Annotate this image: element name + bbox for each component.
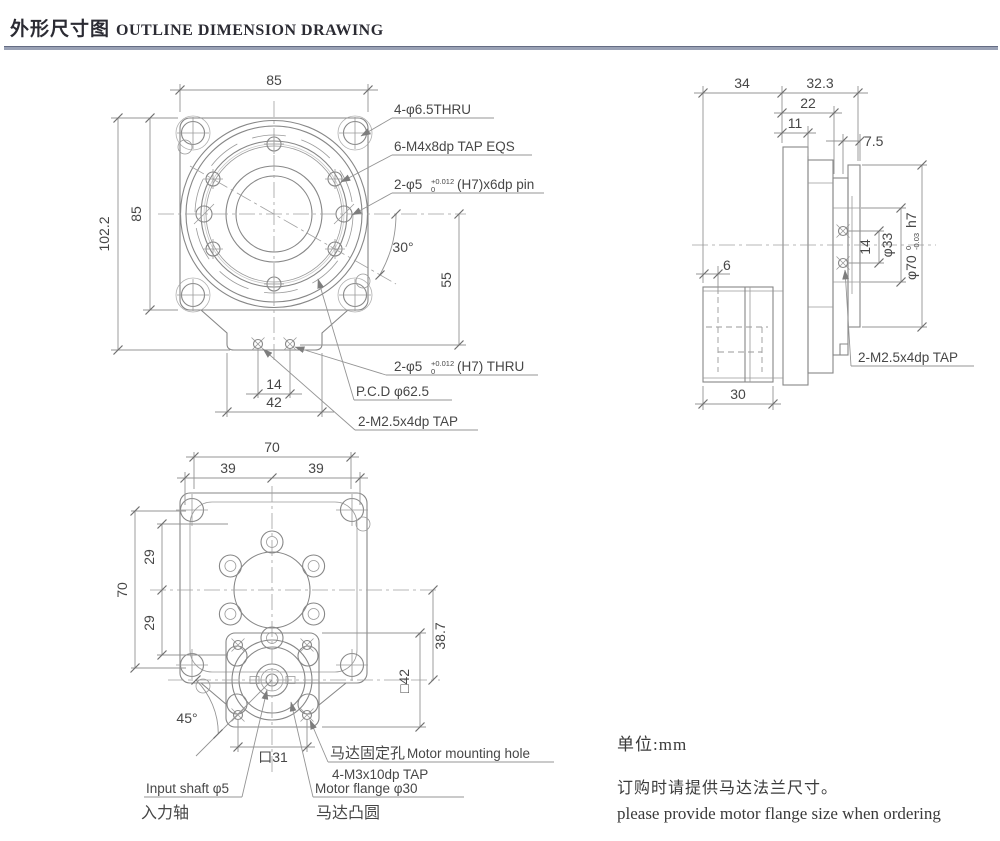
side-tap-hole bbox=[835, 255, 851, 271]
bottom-labels: Input shaft φ5 入力轴 马达固定孔 Motor mounting … bbox=[141, 689, 554, 822]
bottom-flange-outline bbox=[179, 492, 368, 684]
label-taps: 6-M4x8dp TAP EQS bbox=[394, 139, 515, 154]
label-mount-hole: Motor mounting hole bbox=[407, 746, 530, 761]
front-base-hole bbox=[282, 336, 298, 352]
dim-text: 42 bbox=[266, 394, 282, 410]
dim-bottom-left: 70 29 29 bbox=[114, 505, 228, 674]
dim-text: 29 bbox=[141, 549, 157, 565]
dim-text: 14 bbox=[266, 376, 282, 392]
label-input-shaft: Input shaft φ5 bbox=[146, 781, 229, 796]
svg-text:(H7) THRU: (H7) THRU bbox=[457, 359, 524, 374]
front-view: 85 102.2 85 30° bbox=[96, 72, 544, 431]
dim-text: □42 bbox=[396, 669, 412, 693]
dim-bottom-sq31: 口31 bbox=[230, 719, 315, 765]
dim-text: 34 bbox=[734, 75, 750, 91]
bottom-centerlines bbox=[150, 486, 440, 772]
page-title: 外形尺寸图 OUTLINE DIMENSION DRAWING bbox=[10, 14, 384, 41]
order-note-zh: 订购时请提供马达法兰尺寸。 bbox=[617, 780, 839, 797]
front-centerlines bbox=[158, 101, 466, 360]
bottom-inner-outline bbox=[189, 501, 358, 673]
dim-text: 14 bbox=[857, 239, 873, 255]
dim-text: 22 bbox=[800, 95, 816, 111]
dim-front-base: 14 42 bbox=[215, 349, 334, 418]
svg-text:φ70: φ70 bbox=[903, 255, 919, 280]
dim-text: 7.5 bbox=[864, 133, 884, 149]
side-tap-hole bbox=[835, 223, 851, 239]
dim-text: 102.2 bbox=[96, 216, 112, 251]
unit-note: 单位:mm bbox=[617, 735, 688, 754]
dim-text: 85 bbox=[266, 72, 282, 88]
notes-block: 单位:mm 订购时请提供马达法兰尺寸。 please provide motor… bbox=[617, 730, 941, 824]
dim-text: 39 bbox=[220, 460, 236, 476]
svg-text:0: 0 bbox=[431, 185, 435, 194]
label-pin: 2-φ5 +0.012 0 (H7)x6dp pin bbox=[394, 177, 534, 194]
label-base-taps: 2-M2.5x4dp TAP bbox=[358, 414, 458, 429]
bottom-base-slant bbox=[200, 682, 228, 706]
dim-text: φ33 bbox=[879, 232, 895, 257]
label-motor-flange: Motor flange φ30 bbox=[315, 781, 418, 796]
label-mount-tap: 4-M3x10dp TAP bbox=[332, 767, 428, 782]
front-corner-holes bbox=[175, 115, 373, 313]
bottom-corner-holes bbox=[175, 493, 371, 694]
dim-front-angle: 30° bbox=[374, 208, 414, 281]
label-corner-thru: 4-φ6.5THRU bbox=[394, 102, 471, 117]
dim-text: 70 bbox=[114, 582, 130, 598]
dim-text: 29 bbox=[141, 615, 157, 631]
svg-text:+0.012: +0.012 bbox=[431, 177, 454, 186]
svg-text:0: 0 bbox=[431, 367, 435, 376]
bottom-view: 70 39 39 70 29 29 bbox=[114, 439, 554, 822]
svg-text:2-φ5: 2-φ5 bbox=[394, 359, 422, 374]
label-pin-thru: 2-φ5 +0.012 0 (H7) THRU bbox=[394, 359, 524, 376]
svg-text:-0.03: -0.03 bbox=[912, 233, 921, 250]
dim-text: 6 bbox=[723, 257, 731, 273]
dim-side-top: 34 32.3 22 11 7.5 bbox=[694, 75, 884, 283]
dim-text: 55 bbox=[438, 272, 454, 288]
side-tap-label: 2-M2.5x4dp TAP bbox=[842, 269, 974, 367]
dim-phi70: φ70 0 -0.03 h7 bbox=[903, 212, 921, 280]
svg-text:+0.012: +0.012 bbox=[431, 359, 454, 368]
dim-bottom-right: 38.7 □42 bbox=[322, 584, 448, 733]
dim-text: 85 bbox=[128, 206, 144, 222]
dim-text: 70 bbox=[264, 439, 280, 455]
dim-text: 38.7 bbox=[432, 622, 448, 649]
label-pcd: P.C.D φ62.5 bbox=[356, 384, 429, 399]
label-mount-hole-zh: 马达固定孔 bbox=[330, 745, 405, 762]
dim-text: 30° bbox=[392, 239, 413, 255]
side-outline bbox=[782, 146, 861, 386]
svg-text:2-φ5: 2-φ5 bbox=[394, 177, 422, 192]
dim-front-heights: 102.2 85 bbox=[96, 112, 230, 356]
dim-side-diameters: 14 φ33 φ70 0 -0.03 h7 bbox=[848, 159, 928, 333]
dim-text: 30 bbox=[730, 386, 746, 402]
order-note-en: please provide motor flange size when or… bbox=[617, 804, 941, 823]
front-labels: 4-φ6.5THRU 6-M4x8dp TAP EQS 2-φ5 +0.012 … bbox=[262, 102, 544, 431]
label-side-taps: 2-M2.5x4dp TAP bbox=[858, 350, 958, 365]
side-motor-housing bbox=[702, 286, 783, 383]
front-base-hole bbox=[250, 336, 266, 352]
front-base-outline bbox=[200, 309, 349, 351]
label-input-shaft-zh: 入力轴 bbox=[141, 804, 189, 822]
dim-text: 39 bbox=[308, 460, 324, 476]
dim-bottom-top: 70 39 39 bbox=[177, 439, 368, 505]
dim-text: 口31 bbox=[258, 749, 288, 765]
dim-bottom-45: 45° bbox=[176, 674, 273, 757]
svg-text:0: 0 bbox=[904, 246, 913, 250]
page-title-zh: 外形尺寸图 bbox=[10, 19, 111, 40]
bottom-base-slant bbox=[318, 682, 347, 706]
svg-text:(H7)x6dp pin: (H7)x6dp pin bbox=[457, 177, 534, 192]
svg-text:h7: h7 bbox=[903, 212, 919, 228]
page-title-en: OUTLINE DIMENSION DRAWING bbox=[116, 22, 384, 39]
dim-front-width: 85 bbox=[170, 72, 378, 112]
dim-front-55: 55 bbox=[300, 208, 466, 351]
bottom-gear-boss bbox=[218, 530, 326, 650]
dim-side-6-30: 6 30 bbox=[695, 257, 781, 410]
dim-text: 32.3 bbox=[806, 75, 833, 91]
dim-text: 45° bbox=[176, 710, 197, 726]
side-view: 34 32.3 22 11 7.5 6 bbox=[692, 75, 974, 410]
title-rule bbox=[4, 46, 998, 50]
label-motor-flange-zh: 马达凸圆 bbox=[316, 804, 380, 822]
dim-text: 11 bbox=[788, 115, 803, 131]
